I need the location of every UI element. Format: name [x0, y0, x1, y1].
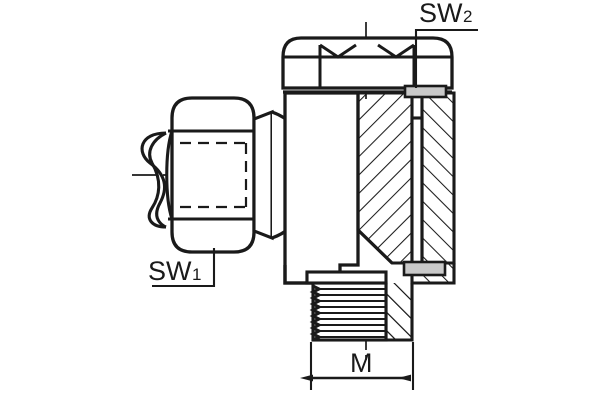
sw2-subscript: 2	[463, 7, 472, 26]
body-cross-section-right	[420, 91, 456, 265]
sleeve-collar	[252, 109, 274, 241]
callout-sw2: SW 2	[414, 0, 478, 88]
tube-break-symbol	[140, 131, 167, 229]
main-body-outline	[283, 91, 360, 285]
m-dimension-label: M	[350, 348, 373, 378]
lower-seal-washer	[402, 260, 447, 277]
upper-seal-washer	[403, 84, 448, 99]
dimension-m: M	[300, 342, 415, 390]
male-thread-spigot	[305, 270, 388, 342]
sw1-label: SW	[148, 256, 192, 286]
left-hex-nut	[165, 96, 261, 254]
top-hex-nut	[281, 36, 454, 94]
sw2-label: SW	[419, 0, 463, 28]
callout-sw1: SW 1	[148, 248, 216, 288]
sw1-subscript: 1	[192, 265, 201, 284]
